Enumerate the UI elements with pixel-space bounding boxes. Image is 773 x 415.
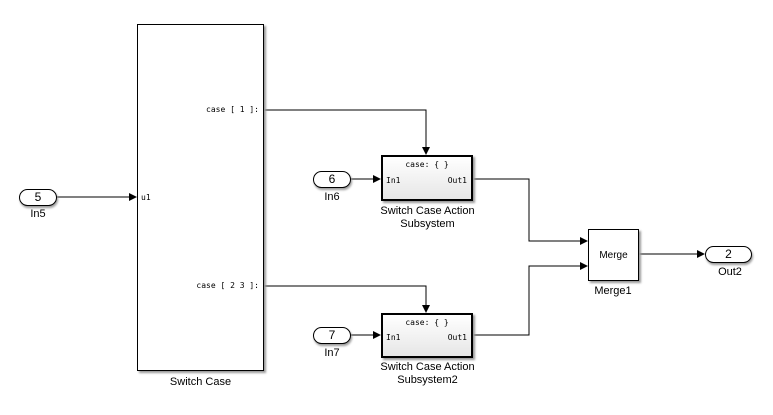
switch-case-action-subsystem2[interactable]: case: { } In1 Out1 <box>381 313 473 358</box>
merge-block-text: Merge <box>599 250 628 261</box>
merge-label: Merge1 <box>594 285 632 297</box>
action-subsystem-label: Switch Case Action Subsystem <box>360 205 495 231</box>
out-port-label: Out1 <box>447 333 467 342</box>
outport-out2[interactable]: 2 <box>705 246 752 263</box>
in-port-label: In1 <box>386 176 401 185</box>
inport-in6[interactable]: 6 <box>313 171 351 188</box>
switch-output-port-case23: case [ 2 3 ]: <box>196 281 259 290</box>
outport-out2-label: Out2 <box>718 266 742 278</box>
action-label: case: { } <box>405 318 449 327</box>
inport-number: 5 <box>34 190 42 204</box>
action-subsystem-label-line2: Subsystem <box>400 218 455 230</box>
action-label: case: { } <box>405 160 449 169</box>
line-action1-to-merge[interactable] <box>473 178 588 245</box>
inport-in5[interactable]: 5 <box>19 189 57 206</box>
inport-in7[interactable]: 7 <box>313 327 351 344</box>
line-case1-to-action1[interactable] <box>263 109 430 155</box>
out-port-label: Out1 <box>447 176 467 185</box>
action-subsystem2-label-line1: Switch Case Action <box>380 361 475 373</box>
merge-block[interactable]: Merge <box>588 229 639 281</box>
inport-number: 6 <box>328 172 336 186</box>
action-subsystem-label-line1: Switch Case Action <box>380 205 475 217</box>
outport-number: 2 <box>725 247 732 261</box>
line-case23-to-action2[interactable] <box>263 285 430 313</box>
switch-input-port-label: u1 <box>141 193 151 202</box>
line-action2-to-merge[interactable] <box>473 262 588 336</box>
action-subsystem2-label: Switch Case Action Subsystem2 <box>360 361 495 387</box>
inport-in5-label: In5 <box>30 208 46 220</box>
switch-case-label: Switch Case <box>169 376 232 388</box>
in-port-label: In1 <box>386 333 401 342</box>
inport-in7-label: In7 <box>324 347 340 359</box>
switch-case-action-subsystem[interactable]: case: { } In1 Out1 <box>381 155 473 201</box>
inport-in6-label: In6 <box>324 191 340 203</box>
action-subsystem2-label-line2: Subsystem2 <box>397 374 458 386</box>
switch-case-block[interactable]: u1 case [ 1 ]: case [ 2 3 ]: <box>137 24 264 371</box>
inport-number: 7 <box>328 328 336 342</box>
switch-output-port-case1: case [ 1 ]: <box>206 105 259 114</box>
